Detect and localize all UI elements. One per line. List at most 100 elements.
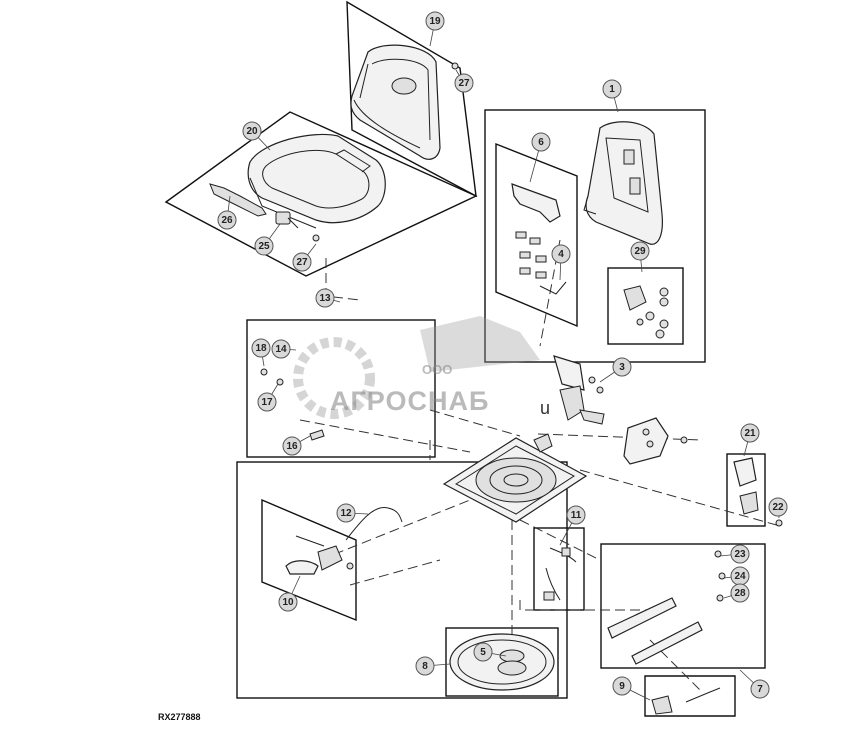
- callout-11: 11: [566, 505, 586, 525]
- adjustment-lever: [285, 535, 354, 575]
- callout-label: 22: [772, 502, 784, 513]
- latch-panel: [644, 675, 736, 717]
- swivel-base-plate: [442, 433, 588, 523]
- callout-label: 1: [609, 84, 615, 95]
- callout-label: 21: [744, 428, 756, 439]
- callout-17: 17: [257, 392, 277, 412]
- assembly-line: [299, 419, 471, 453]
- hardware-kit-panel: [607, 267, 684, 345]
- callout-label: 5: [480, 647, 486, 658]
- callout-label: 23: [734, 549, 746, 560]
- backrest-frame: [583, 121, 663, 245]
- callout-21: 21: [740, 423, 760, 443]
- assembly-line: [649, 639, 701, 691]
- callout-13: 13: [315, 288, 335, 308]
- callout-label: 27: [296, 257, 308, 268]
- lever-panel: [261, 498, 357, 622]
- callout-27: 27: [454, 73, 474, 93]
- screw: [775, 519, 783, 527]
- callout-1: 1: [602, 79, 622, 99]
- seat-cushion: [247, 133, 386, 229]
- callout-label: 3: [619, 362, 625, 373]
- switch-panel: [726, 453, 766, 527]
- slide-rails: [607, 550, 726, 665]
- callout-28: 28: [730, 583, 750, 603]
- assembly-line: [537, 433, 701, 441]
- armrest-panel: [246, 319, 436, 458]
- callout-8: 8: [415, 656, 435, 676]
- seat-sensor-harness: [209, 183, 299, 229]
- callout-22: 22: [768, 497, 788, 517]
- callout-label: 14: [275, 344, 287, 355]
- callout-label: 9: [619, 681, 625, 692]
- watermark-logo: [293, 316, 540, 419]
- callout-label: 13: [319, 293, 331, 304]
- callout-label: 28: [734, 588, 746, 599]
- callout-10: 10: [278, 592, 298, 612]
- assembly-line: [519, 600, 650, 611]
- callout-9: 9: [612, 676, 632, 696]
- assembly-line: [349, 559, 441, 586]
- bracket-kit-panel: [495, 142, 578, 328]
- backrest-frame-panel: [484, 109, 706, 363]
- callout-4: 4: [551, 244, 571, 264]
- callout-label: 29: [634, 246, 646, 257]
- seat-switch: [733, 457, 759, 515]
- callout-19: 19: [425, 11, 445, 31]
- callout-label: 7: [757, 684, 763, 695]
- watermark-suffix: u: [540, 398, 551, 418]
- latch: [651, 687, 721, 715]
- bolt: [309, 429, 325, 441]
- callout-16: 16: [282, 436, 302, 456]
- base-panel: [236, 461, 568, 699]
- swivel-plate: [449, 633, 555, 691]
- callout-layer: 1345678910111213141617181920212223242526…: [217, 11, 788, 699]
- callout-24: 24: [730, 566, 750, 586]
- callout-label: 27: [458, 78, 470, 89]
- callout-label: 19: [429, 16, 441, 27]
- callout-29: 29: [630, 241, 650, 261]
- slide-rail-panel: [600, 543, 766, 669]
- callout-label: 24: [734, 571, 746, 582]
- screw: [312, 234, 320, 242]
- callout-7: 7: [750, 679, 770, 699]
- screw: [451, 62, 459, 70]
- watermark-name: АГРОСНАБ: [330, 386, 490, 416]
- callout-27: 27: [292, 252, 312, 272]
- assembly-line: [519, 519, 601, 561]
- callout-5: 5: [473, 642, 493, 662]
- adjuster-bracket-assembly: [553, 355, 688, 465]
- hardware-kit: [623, 285, 669, 339]
- callout-label: 10: [282, 597, 294, 608]
- callout-20: 20: [242, 121, 262, 141]
- callout-label: 4: [558, 249, 564, 260]
- callout-label: 16: [286, 441, 298, 452]
- callout-26: 26: [217, 210, 237, 230]
- wiring-harness: [543, 547, 577, 601]
- callout-6: 6: [531, 132, 551, 152]
- assembly-line: [429, 409, 521, 437]
- callout-label: 11: [571, 510, 582, 521]
- callout-23: 23: [730, 544, 750, 564]
- nut: [260, 368, 268, 376]
- callout-label: 12: [340, 508, 352, 519]
- watermark-prefix: ООО: [422, 362, 453, 377]
- callout-12: 12: [336, 503, 356, 523]
- drawing-code: RX277888: [158, 712, 201, 722]
- callout-label: 6: [538, 137, 544, 148]
- assembly-line: [319, 499, 471, 561]
- callout-label: 18: [255, 343, 267, 354]
- callout-3: 3: [612, 357, 632, 377]
- callout-label: 17: [261, 397, 273, 408]
- callout-18: 18: [251, 338, 271, 358]
- callout-14: 14: [271, 339, 291, 359]
- assembly-line: [579, 469, 781, 527]
- callout-label: 8: [422, 661, 428, 672]
- callout-label: 26: [221, 215, 233, 226]
- washer: [276, 378, 284, 386]
- swivel-plate-panel: [445, 627, 559, 697]
- cable: [345, 506, 403, 541]
- callout-25: 25: [254, 236, 274, 256]
- bracket-kit: [511, 183, 567, 295]
